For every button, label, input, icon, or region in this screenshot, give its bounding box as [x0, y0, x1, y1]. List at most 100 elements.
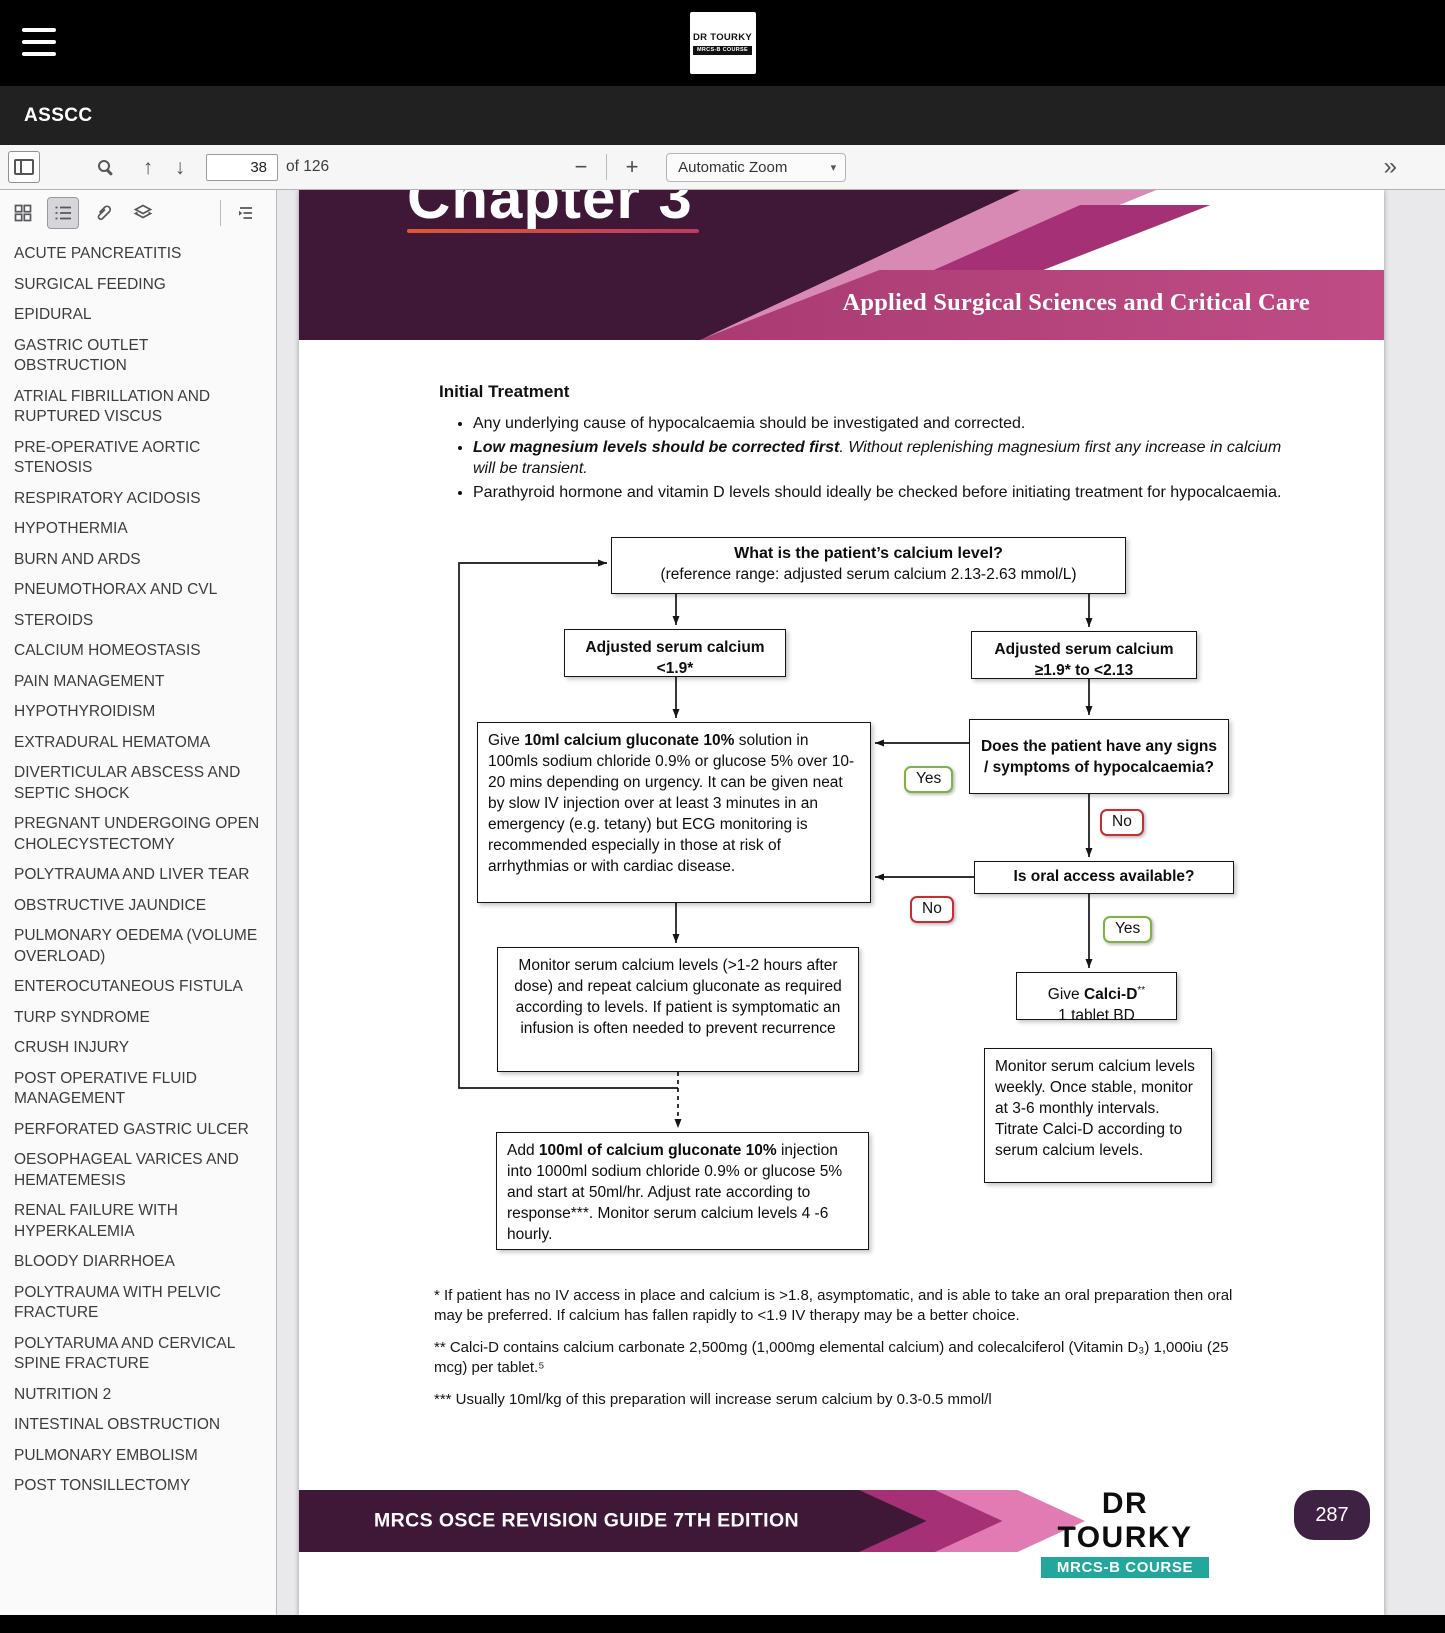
chapter-heading: Chapter 3 [407, 190, 693, 231]
toolbar-overflow-button[interactable]: » [1384, 153, 1397, 181]
outline-item[interactable]: PNEUMOTHORAX AND CVL [14, 581, 218, 598]
thumbnails-view-button[interactable] [8, 198, 38, 228]
flowchart-question-box: What is the patient’s calcium level? (re… [611, 537, 1126, 594]
pdf-page: Chapter 3 Applied Surgical Sciences and … [299, 190, 1384, 1615]
sidebar-toolbar [0, 190, 276, 235]
yes-badge: Yes [904, 766, 954, 793]
find-button[interactable] [86, 151, 118, 183]
zoom-select[interactable]: Automatic Zoom ▾ [666, 152, 847, 182]
flowchart-monitor-box: Monitor serum calcium levels (>1-2 hours… [497, 947, 859, 1072]
outline-item[interactable]: POLYTRAUMA WITH PELVIC FRACTURE [14, 1283, 221, 1322]
outline-item[interactable]: ACUTE PANCREATITIS [14, 245, 182, 262]
outline-item[interactable]: PULMONARY OEDEMA (VOLUME OVERLOAD) [14, 927, 258, 965]
outline-item[interactable]: NUTRITION 2 [14, 1385, 112, 1403]
flowchart-mid-calcium-box: Adjusted serum calcium ≥1.9* to <2.13 [971, 631, 1197, 679]
outline-item[interactable]: RENAL FAILURE WITH HYPERKALEMIA [14, 1202, 178, 1240]
page-up-button[interactable]: ↑ [132, 151, 164, 183]
outline-item[interactable]: HYPOTHYROIDISM [14, 703, 156, 720]
outline-item[interactable]: GASTRIC OUTLET OBSTRUCTION [14, 336, 149, 375]
app-logo: DR TOURKY MRCS-B COURSE [689, 12, 756, 74]
outline-item[interactable]: BURN AND ARDS [14, 550, 141, 568]
app-logo-title: DR TOURKY [693, 31, 752, 43]
outline-item[interactable]: PAIN MANAGEMENT [14, 672, 165, 690]
sidebar-toggle-icon [14, 159, 34, 175]
outline-item[interactable]: DIVERTICULAR ABSCESS AND SEPTIC SHOCK [14, 764, 241, 802]
paperclip-icon [97, 204, 112, 220]
outline-item[interactable]: EPIDURAL [14, 306, 92, 323]
outline-item[interactable]: PREGNANT UNDERGOING OPEN CHOLECYSTECTOMY [14, 815, 260, 853]
outline-item[interactable]: RESPIRATORY ACIDOSIS [14, 489, 201, 507]
chevron-down-icon: ▾ [830, 161, 837, 174]
chapter-underline [407, 229, 699, 233]
current-outline-item-button[interactable] [231, 198, 261, 228]
footnotes: * If patient has no IV access in place a… [434, 1286, 1249, 1410]
bullet-item: Parathyroid hormone and vitamin D levels… [473, 482, 1289, 504]
sidebar: ACUTE PANCREATITIS SURGICAL FEEDING EPIDUR… [0, 190, 277, 1615]
initial-treatment-section: Initial Treatment Any underlying cause o… [439, 382, 1289, 503]
footnote: * If patient has no IV access in place a… [434, 1287, 1233, 1324]
outline-item[interactable]: CALCIUM HOMEOSTASIS [14, 642, 201, 659]
arrow-up-icon: ↑ [142, 155, 154, 179]
document-title: ASSCC [24, 104, 93, 126]
no-badge: No [1100, 809, 1144, 836]
app-logo-subtitle: MRCS-B COURSE [693, 45, 752, 55]
app-top-bar: DR TOURKY MRCS-B COURSE [0, 0, 1445, 86]
outline-item[interactable]: SURGICAL FEEDING [14, 275, 166, 293]
outline-item[interactable]: PRE-OPERATIVE AORTIC STENOSIS [14, 438, 201, 477]
outline-item[interactable]: PERFORATED GASTRIC ULCER [14, 1120, 249, 1138]
bottom-bar [0, 1615, 1445, 1633]
page-down-button[interactable]: ↓ [164, 151, 196, 183]
double-chevron-icon: » [1383, 153, 1397, 180]
outline-item[interactable]: POLYTARUMA AND CERVICAL SPINE FRACTURE [14, 1334, 235, 1373]
outline-item[interactable]: OBSTRUCTIVE JAUNDICE [14, 896, 207, 914]
document-outline: ACUTE PANCREATITIS SURGICAL FEEDING EPIDUR… [0, 235, 276, 1615]
section-heading: Initial Treatment [439, 382, 570, 401]
outline-item[interactable]: PULMONARY EMBOLISM [14, 1446, 198, 1464]
layers-view-button[interactable] [128, 198, 158, 228]
bullet-item: Any underlying cause of hypocalcaemia sh… [473, 413, 1289, 435]
bullet-item: Low magnesium levels should be corrected… [473, 437, 1289, 480]
zoom-in-button[interactable]: + [616, 151, 648, 183]
pdf-toolbar: ↑ ↓ of 126 − + Automatic Zoom ▾ » [0, 145, 1445, 190]
current-outline-icon [239, 206, 252, 219]
banner-title: Applied Surgical Sciences and Critical C… [842, 289, 1310, 316]
outline-item[interactable]: BLOODY DIARRHOEA [14, 1253, 175, 1270]
flowchart-low-calcium-box: Adjusted serum calcium <1.9* [564, 629, 786, 677]
outline-item[interactable]: ENTEROCUTANEOUS FISTULA [14, 978, 243, 995]
flowchart-symptoms-question-box: Does the patient have any signs / sympto… [969, 719, 1229, 794]
zoom-out-icon: − [574, 154, 588, 179]
outline-item[interactable]: CRUSH INJURY [14, 1039, 130, 1056]
outline-item[interactable]: TURP SYNDROME [14, 1008, 150, 1026]
outline-item[interactable]: POST TONSILLECTOMY [14, 1477, 191, 1494]
outline-view-button[interactable] [47, 196, 79, 229]
outline-item[interactable]: STEROIDS [14, 611, 94, 629]
flowchart-oral-access-box: Is oral access available? [974, 861, 1234, 894]
outline-item[interactable]: POLYTRAUMA AND LIVER TEAR [14, 866, 250, 883]
menu-icon[interactable] [22, 28, 56, 56]
footer-brand-logo: DR TOURKY MRCS-B COURSE [1041, 1487, 1209, 1578]
outline-item[interactable]: EXTRADURAL HEMATOMA [14, 733, 211, 751]
toolbar-separator [606, 154, 608, 180]
flowchart-weekly-monitor-box: Monitor serum calcium levels weekly. Onc… [984, 1048, 1212, 1183]
no-badge: No [910, 896, 954, 923]
sidebar-toggle-button[interactable] [8, 151, 40, 183]
page-footer: MRCS OSCE REVISION GUIDE 7TH EDITION DR … [299, 1487, 1384, 1578]
outline-item[interactable]: OESOPHAGEAL VARICES AND HEMATEMESIS [14, 1151, 239, 1189]
outline-item[interactable]: INTESTINAL OBSTRUCTION [14, 1416, 221, 1433]
attachments-view-button[interactable] [88, 198, 118, 228]
flowchart-infusion-box: Add 100ml of calcium gluconate 10% injec… [496, 1132, 869, 1250]
page-banner: Chapter 3 Applied Surgical Sciences and … [299, 190, 1384, 340]
zoom-out-button[interactable]: − [565, 151, 597, 183]
page-number-input[interactable] [206, 153, 278, 181]
footnote: *** Usually 10ml/kg of this preparation … [434, 1391, 992, 1408]
footnote: ** Calci-D contains calcium carbonate 2,… [434, 1339, 1229, 1376]
flowchart-give-gluconate-box: Give 10ml calcium gluconate 10% solution… [477, 722, 871, 903]
flowchart-calcid-box: Give Calci-D** 1 tablet BD [1016, 972, 1177, 1024]
outline-item[interactable]: HYPOTHERMIA [14, 520, 128, 537]
layers-icon [133, 204, 153, 218]
outline-icon [55, 206, 71, 219]
viewer-container[interactable]: Chapter 3 Applied Surgical Sciences and … [277, 190, 1445, 1615]
outline-item[interactable]: POST OPERATIVE FLUID MANAGEMENT [14, 1069, 197, 1108]
thumbnails-icon [14, 204, 32, 221]
outline-item[interactable]: ATRIAL FIBRILLATION AND RUPTURED VISCUS [14, 387, 211, 426]
